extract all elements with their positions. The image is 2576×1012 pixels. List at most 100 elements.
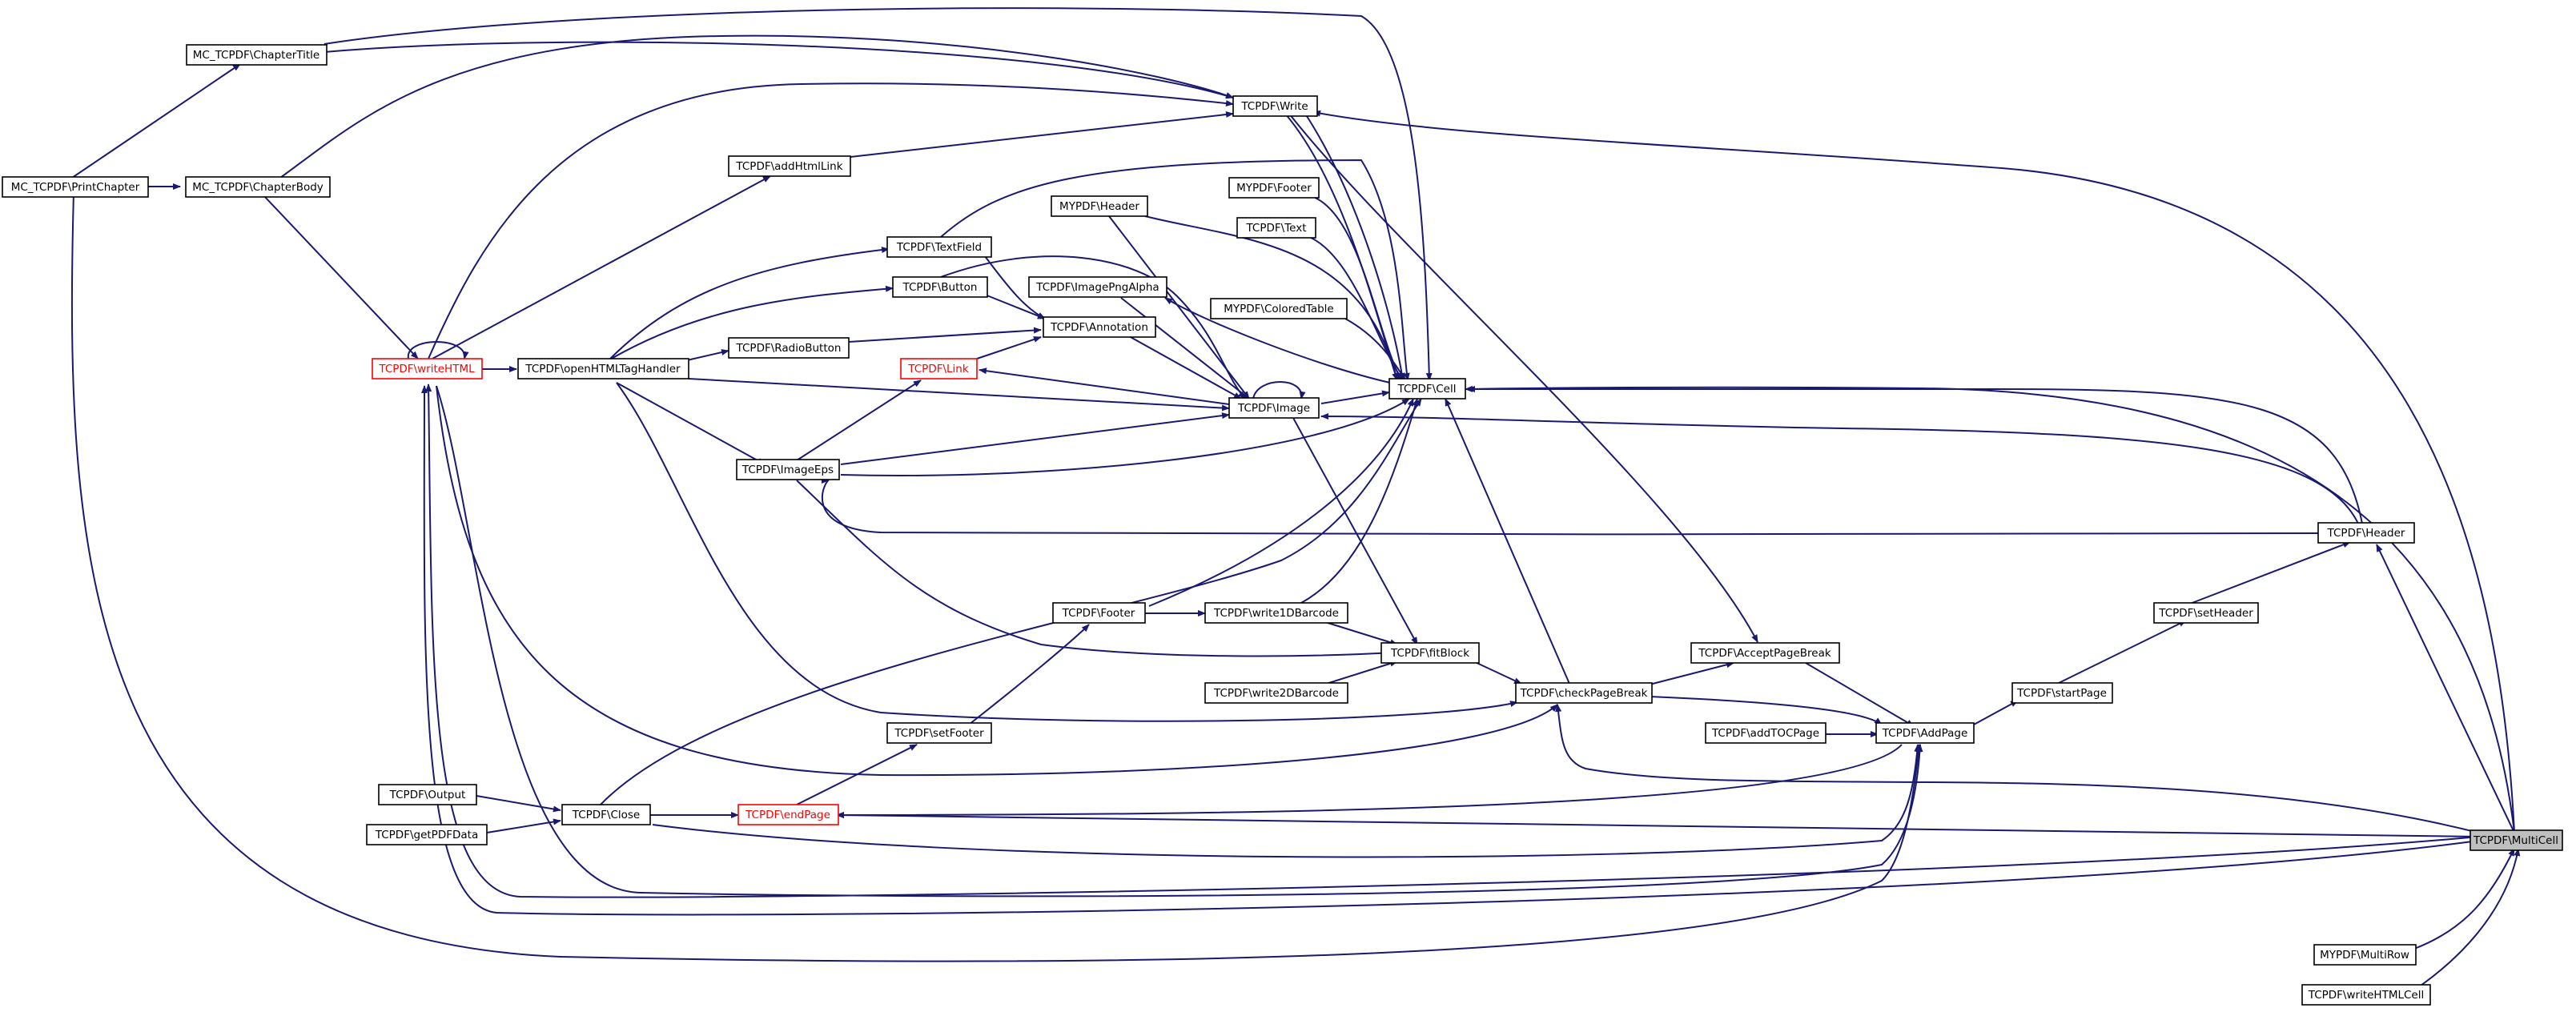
node-printchapter[interactable]: MC_TCPDF\PrintChapter — [2, 176, 149, 198]
node-label: TCPDF\getPDFData — [375, 829, 478, 841]
node-imagepngalpha[interactable]: TCPDF\ImagePngAlpha — [1028, 276, 1167, 298]
node-writehtml[interactable]: TCPDF\writeHTML — [372, 358, 483, 380]
node-setfooter[interactable]: TCPDF\setFooter — [886, 722, 992, 744]
node-fitblock[interactable]: TCPDF\fitBlock — [1380, 642, 1480, 664]
node-getpdfdata[interactable]: TCPDF\getPDFData — [366, 824, 488, 845]
node-label: TCPDF\setHeader — [2158, 607, 2253, 620]
edge-addhtmllink-write — [850, 111, 1234, 158]
node-label: TCPDF\AcceptPageBreak — [1698, 647, 1831, 660]
node-startpage[interactable]: TCPDF\startPage — [2011, 682, 2113, 704]
edge-image-fitblock — [1292, 417, 1418, 645]
node-label: MYPDF\ColoredTable — [1224, 303, 1333, 315]
edge-writehtml-write — [428, 82, 1234, 359]
edge-annotation-image — [1128, 335, 1242, 400]
node-imageeps[interactable]: TCPDF\ImageEps — [736, 459, 840, 480]
edge-writehtml-addhtmllink — [432, 175, 771, 359]
node-addtocpage[interactable]: TCPDF\addTOCPage — [1705, 722, 1827, 744]
node-checkpagebreak[interactable]: TCPDF\checkPageBreak — [1515, 682, 1653, 704]
node-label: TCPDF\RadioButton — [736, 342, 842, 355]
edge-openhtml-radiobutton — [686, 349, 729, 361]
node-mypdffooter[interactable]: MYPDF\Footer — [1228, 177, 1320, 199]
node-label: TCPDF\TextField — [896, 241, 982, 254]
node-write[interactable]: TCPDF\Write — [1232, 95, 1318, 117]
node-label: TCPDF\Footer — [1062, 607, 1135, 620]
node-output[interactable]: TCPDF\Output — [378, 784, 477, 805]
edge-openhtml-checkpagebreak — [616, 382, 1518, 722]
node-setheader[interactable]: TCPDF\setHeader — [2153, 602, 2259, 624]
edge-write1d-fitblock — [1324, 621, 1398, 646]
node-label: TCPDF\openHTMLTagHandler — [524, 363, 681, 375]
edge-startpage-setheader — [2053, 620, 2187, 686]
node-addpage[interactable]: TCPDF\AddPage — [1875, 722, 1975, 744]
node-label: TCPDF\MultiCell — [2473, 834, 2558, 847]
node-label: MC_TCPDF\ChapterTitle — [193, 49, 319, 62]
nodes: TCPDF\MultiCell TCPDF\Write MC_TCPDF\Cha… — [2, 44, 2563, 1006]
edge-imageeps-fitblock — [796, 480, 1394, 657]
node-write2dbarcode[interactable]: TCPDF\write2DBarcode — [1204, 682, 1348, 704]
node-footer[interactable]: TCPDF\Footer — [1052, 602, 1146, 624]
edge-checkpagebreak-cell — [1445, 398, 1570, 685]
edge-write2d-fitblock — [1320, 660, 1398, 686]
node-label: TCPDF\Close — [572, 809, 641, 821]
node-mypdfheader[interactable]: MYPDF\Header — [1051, 195, 1148, 217]
node-label: TCPDF\write2DBarcode — [1213, 687, 1339, 700]
node-label: MYPDF\Header — [1059, 200, 1139, 213]
node-chapterbody[interactable]: MC_TCPDF\ChapterBody — [185, 176, 331, 198]
edge-link-annotation — [976, 336, 1042, 359]
edge-addpage-startpage — [1973, 700, 2019, 725]
node-write1dbarcode[interactable]: TCPDF\write1DBarcode — [1204, 602, 1348, 624]
edge-textfield-cell — [940, 159, 1410, 381]
edge-checkpagebreak-addpage — [1649, 696, 1883, 725]
edge-checkpagebreak-acceptpagebreak — [1649, 661, 1734, 685]
edge-imageeps-cell — [840, 398, 1410, 476]
node-image[interactable]: TCPDF\Image — [1228, 397, 1320, 419]
edge-imageeps-link — [796, 380, 922, 461]
edge-endpage-setfooter — [796, 744, 918, 805]
node-textfield[interactable]: TCPDF\TextField — [886, 236, 992, 258]
node-annotation[interactable]: TCPDF\Annotation — [1043, 316, 1156, 338]
node-text[interactable]: TCPDF\Text — [1236, 217, 1316, 239]
node-openhtmltaghandler[interactable]: TCPDF\openHTMLTagHandler — [517, 358, 689, 380]
edge-image-link — [979, 367, 1230, 405]
edge-image-image-loop — [1252, 381, 1306, 400]
edge-addpage-endpage — [836, 744, 1903, 818]
node-multirow[interactable]: MYPDF\MultiRow — [2313, 944, 2417, 966]
edge-header-imageeps — [821, 477, 2319, 536]
node-endpage[interactable]: TCPDF\endPage — [737, 804, 839, 825]
edge-header-cell — [1467, 386, 2363, 524]
edge-close-addpage — [652, 744, 1921, 858]
node-addhtmllink[interactable]: TCPDF\addHtmlLink — [728, 155, 851, 177]
node-label: TCPDF\Write — [1240, 100, 1308, 113]
node-cell[interactable]: TCPDF\Cell — [1388, 378, 1466, 400]
edge-getpdfdata-close — [486, 818, 561, 833]
edge-setheader-header — [2189, 541, 2351, 604]
edge-writehtmlcell-multicell — [2409, 848, 2521, 994]
edge-writehtml-checkpagebreak — [436, 385, 1558, 777]
edge-multirow-multicell — [2413, 848, 2515, 950]
node-button[interactable]: TCPDF\Button — [892, 276, 988, 298]
node-label: TCPDF\ImageEps — [741, 464, 834, 476]
node-header[interactable]: TCPDF\Header — [2317, 522, 2415, 544]
edge-multicell-writehtml-b — [420, 385, 2479, 916]
node-acceptpagebreak[interactable]: TCPDF\AcceptPageBreak — [1690, 642, 1840, 664]
edge-multicell-writehtml-a — [425, 384, 2479, 898]
node-label: TCPDF\fitBlock — [1390, 647, 1469, 660]
edge-writehtml-addpage — [436, 385, 1923, 898]
edge-mypdfheader-cell — [1144, 215, 1399, 381]
node-writehtmlcell[interactable]: TCPDF\writeHTMLCell — [2301, 984, 2431, 1006]
edge-footer-cell — [1148, 398, 1414, 607]
node-label: TCPDF\checkPageBreak — [1520, 687, 1648, 700]
node-chaptertitle[interactable]: MC_TCPDF\ChapterTitle — [186, 44, 328, 66]
edge-chapterbody-write — [279, 34, 1234, 179]
node-coloredtable[interactable]: MYPDF\ColoredTable — [1210, 298, 1348, 319]
node-multicell[interactable]: TCPDF\MultiCell — [2470, 829, 2563, 851]
node-link[interactable]: TCPDF\Link — [900, 358, 978, 380]
edge-openhtml-image — [688, 378, 1230, 412]
node-label: TCPDF\addTOCPage — [1711, 727, 1819, 740]
node-close[interactable]: TCPDF\Close — [561, 804, 651, 825]
edge-fitblock-checkpagebreak — [1473, 661, 1522, 685]
node-radiobutton[interactable]: TCPDF\RadioButton — [728, 337, 850, 359]
node-label: TCPDF\addHtmlLink — [735, 160, 842, 173]
node-label: TCPDF\writeHTML — [378, 363, 475, 375]
